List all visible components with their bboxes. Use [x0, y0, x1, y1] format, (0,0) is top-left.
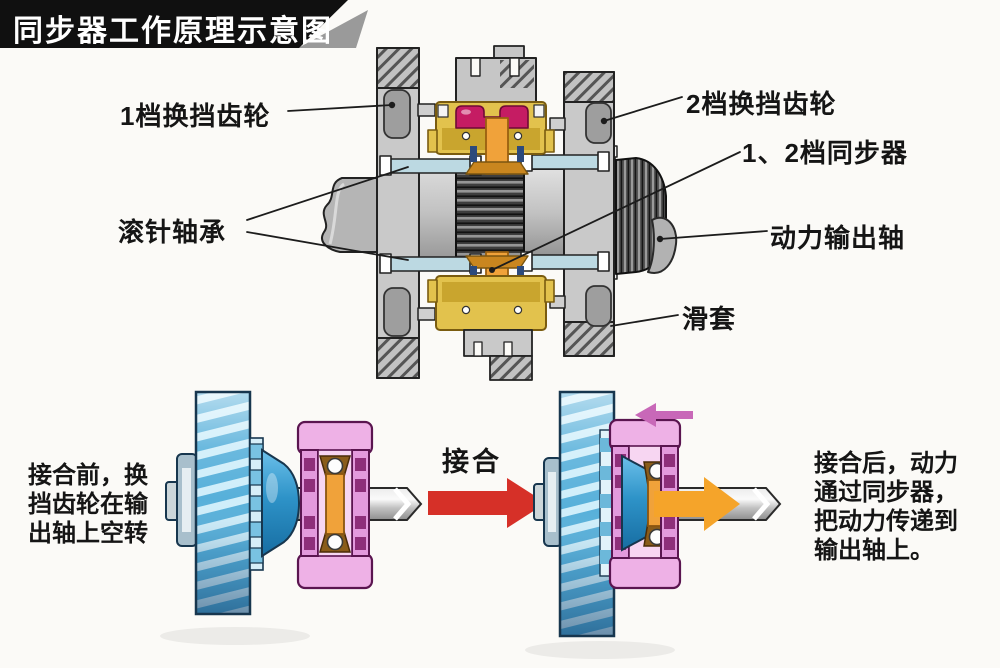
engage-arrow — [428, 478, 546, 528]
label-output-shaft: 动力输出轴 — [770, 223, 906, 253]
page-title: 同步器工作原理示意图 — [13, 15, 333, 48]
output-shaft-stub — [647, 216, 678, 274]
engage-label: 接合 — [442, 447, 502, 477]
label-gear2: 2档换挡齿轮 — [686, 89, 837, 119]
output-shaft-section — [615, 157, 678, 275]
leader-lines — [246, 96, 768, 327]
after-engagement-text: 接合后，动力 通过同步器， 把动力传递到 输出轴上。 — [814, 449, 958, 565]
label-synchronizer: 1、2档同步器 — [742, 138, 908, 168]
gear-dog-teeth-after — [599, 429, 613, 577]
after-line-1: 接合后，动力 — [814, 450, 958, 477]
before-line-2: 挡齿轮在输 — [28, 491, 148, 518]
after-engagement-diagram — [525, 390, 782, 659]
blocker-ring-magenta — [455, 105, 529, 129]
synchronizer-unit-before — [296, 420, 374, 590]
gear1-body — [376, 47, 459, 379]
shift-direction-arrow — [635, 403, 693, 427]
before-line-3: 出轴上空转 — [28, 520, 148, 547]
before-line-1: 接合前，换 — [28, 462, 148, 489]
synchro-cone — [261, 448, 301, 558]
after-line-4: 输出轴上。 — [814, 537, 934, 564]
shift-gear-blue — [194, 390, 252, 616]
title-banner — [0, 0, 368, 48]
synchronizer-cross-section — [246, 45, 768, 381]
synchronizer-assembly-top — [427, 101, 555, 175]
sleeve-outer-teeth-top — [455, 45, 537, 105]
before-engagement-diagram — [160, 390, 423, 645]
splined-hub — [455, 165, 525, 265]
banner-background — [0, 0, 348, 48]
after-line-3: 把动力传递到 — [814, 508, 958, 535]
label-gear1: 1档换挡齿轮 — [120, 101, 271, 131]
label-needle-bearing: 滚针轴承 — [118, 217, 227, 247]
power-flow-arrow — [654, 477, 740, 531]
label-sliding-sleeve: 滑套 — [682, 304, 737, 334]
after-line-2: 通过同步器， — [814, 479, 958, 506]
banner-accent-stripe — [298, 10, 368, 48]
before-engagement-text: 接合前，换 挡齿轮在输 出轴上空转 — [28, 461, 148, 548]
